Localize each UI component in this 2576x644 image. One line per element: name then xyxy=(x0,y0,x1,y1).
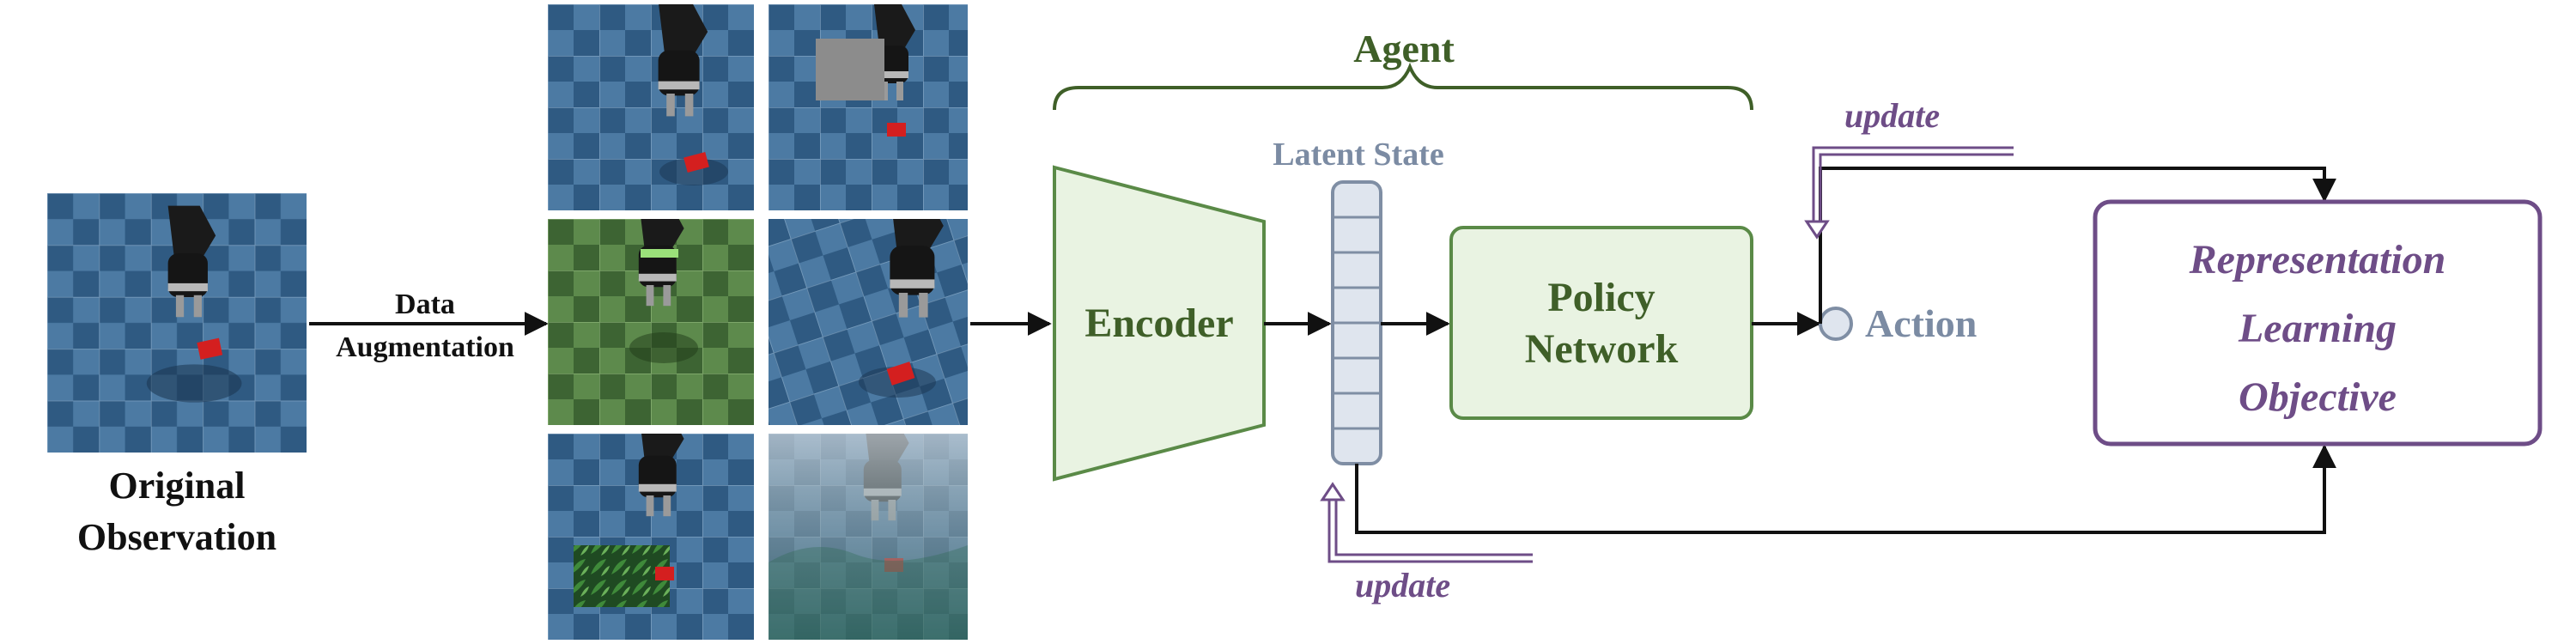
augmented-tile-1 xyxy=(548,4,754,210)
latent-to-objective-arrow xyxy=(1355,444,2336,534)
encoder-block xyxy=(1053,165,1266,482)
update-label-top: update xyxy=(1844,96,1940,135)
augmentation-label-line2: Augmentation xyxy=(336,331,514,363)
policy-network-box xyxy=(1449,226,1753,420)
augmented-tile-5 xyxy=(548,434,754,640)
agent-bracket xyxy=(1053,62,1753,111)
encoder-label: Encoder xyxy=(1084,301,1233,346)
agent-label: Agent xyxy=(1353,27,1455,70)
update-label-bottom: update xyxy=(1355,566,1450,605)
update-arrow-bottom xyxy=(1320,482,1533,563)
augmented-tile-6 xyxy=(769,434,968,640)
objective-box xyxy=(2093,199,2543,447)
augmented-tile-3 xyxy=(548,219,754,425)
augmented-tile-2 xyxy=(769,4,968,210)
original-caption-line2: Observation xyxy=(77,516,276,558)
objective-line2: Learning xyxy=(2238,306,2397,351)
objective-line1: Representation xyxy=(2189,237,2446,283)
latent-state-vector xyxy=(1331,180,1382,465)
action-to-objective-arrow xyxy=(1819,167,2336,324)
action-label: Action xyxy=(1865,301,1977,345)
policy-label-line1: Policy xyxy=(1547,275,1655,320)
original-observation-image xyxy=(47,193,307,453)
augmented-tile-4 xyxy=(769,219,968,425)
update-arrow-top xyxy=(1804,146,2014,240)
policy-label-line2: Network xyxy=(1525,326,1679,372)
latent-state-label: Latent State xyxy=(1273,137,1443,173)
original-caption-line1: Original xyxy=(109,465,246,507)
action-node xyxy=(1819,307,1853,341)
objective-line3: Objective xyxy=(2239,374,2397,420)
augmentation-label-line1: Data xyxy=(395,289,455,320)
